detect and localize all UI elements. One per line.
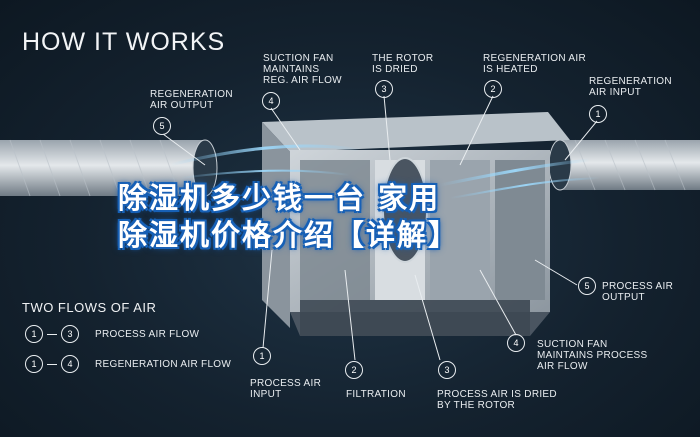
callout-label: SUCTION FAN MAINTAINS REG. AIR FLOW: [263, 53, 342, 86]
legend-label: REGENERATION AIR FLOW: [95, 358, 232, 370]
page-title: HOW IT WORKS: [22, 28, 226, 56]
callout-number: 5: [578, 277, 596, 295]
callout-label: PROCESS AIR IS DRIED BY THE ROTOR: [437, 389, 557, 411]
overlay-headline: 除湿机多少钱一台 家用 除湿机价格介绍【详解】: [118, 180, 588, 254]
callout-label: THE ROTOR IS DRIED: [372, 53, 434, 75]
callout-label: SUCTION FAN MAINTAINS PROCESS AIR FLOW: [537, 339, 648, 372]
overlay-line-1: 除湿机多少钱一台 家用: [118, 181, 441, 215]
callout-number: 4: [262, 92, 280, 110]
callout-label: FILTRATION: [346, 389, 406, 400]
legend-dash: [47, 333, 57, 335]
callout-label: REGENERATION AIR INPUT: [589, 76, 672, 98]
legend-row-process: 1 3 PROCESS AIR FLOW: [25, 325, 199, 343]
callout-label: REGENERATION AIR OUTPUT: [150, 89, 233, 111]
callout-number: 2: [484, 80, 502, 98]
legend-from-number: 1: [25, 355, 43, 373]
legend-to-number: 3: [61, 325, 79, 343]
callout-number: 5: [153, 117, 171, 135]
legend-row-regeneration: 1 4 REGENERATION AIR FLOW: [25, 355, 231, 373]
right-duct: [548, 139, 700, 191]
legend-dash: [47, 363, 57, 365]
overlay-line-2: 除湿机价格介绍【详解】: [118, 218, 460, 252]
callout-label: PROCESS AIR INPUT: [250, 378, 322, 400]
callout-number: 1: [253, 347, 271, 365]
callout-number: 3: [375, 80, 393, 98]
air-flow-streams: [168, 144, 601, 199]
legend-label: PROCESS AIR FLOW: [95, 328, 200, 340]
callout-number: 2: [345, 361, 363, 379]
leader-lines: [162, 95, 598, 361]
legend-from-number: 1: [25, 325, 43, 343]
callout-label: REGENERATION AIR IS HEATED: [483, 53, 586, 75]
callout-number: 3: [438, 361, 456, 379]
legend-title: TWO FLOWS OF AIR: [22, 300, 157, 315]
left-duct: [0, 139, 218, 197]
callout-number: 4: [507, 334, 525, 352]
callout-number: 1: [589, 105, 607, 123]
machine-body: [262, 112, 570, 336]
legend-to-number: 4: [61, 355, 79, 373]
callout-label: PROCESS AIR OUTPUT: [602, 281, 674, 303]
